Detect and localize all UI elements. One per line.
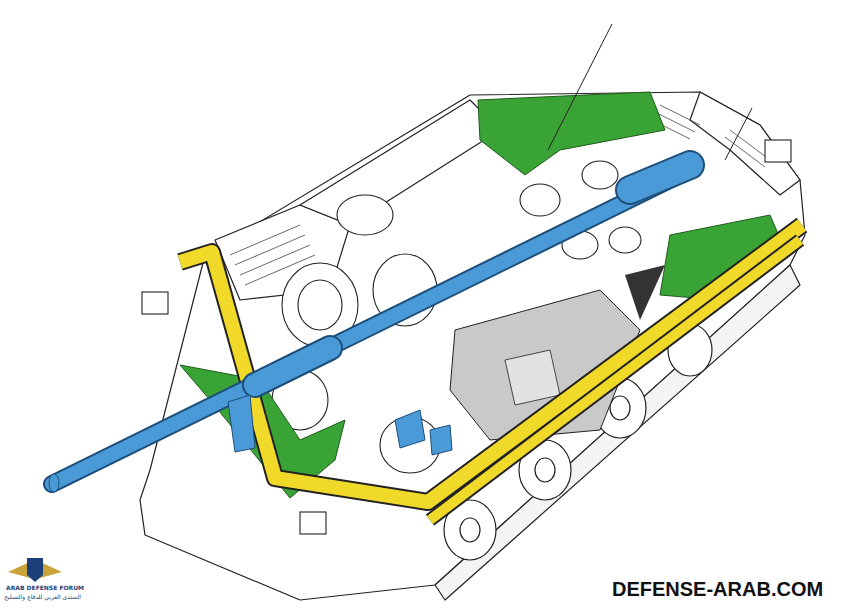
- logo-text: المنتدى العربي للدفاع والتسليح: [4, 593, 81, 600]
- logo-text: ARAB DEFENSE FORUM: [6, 584, 84, 591]
- watermark: DEFENSE-ARAB.COM: [612, 578, 823, 601]
